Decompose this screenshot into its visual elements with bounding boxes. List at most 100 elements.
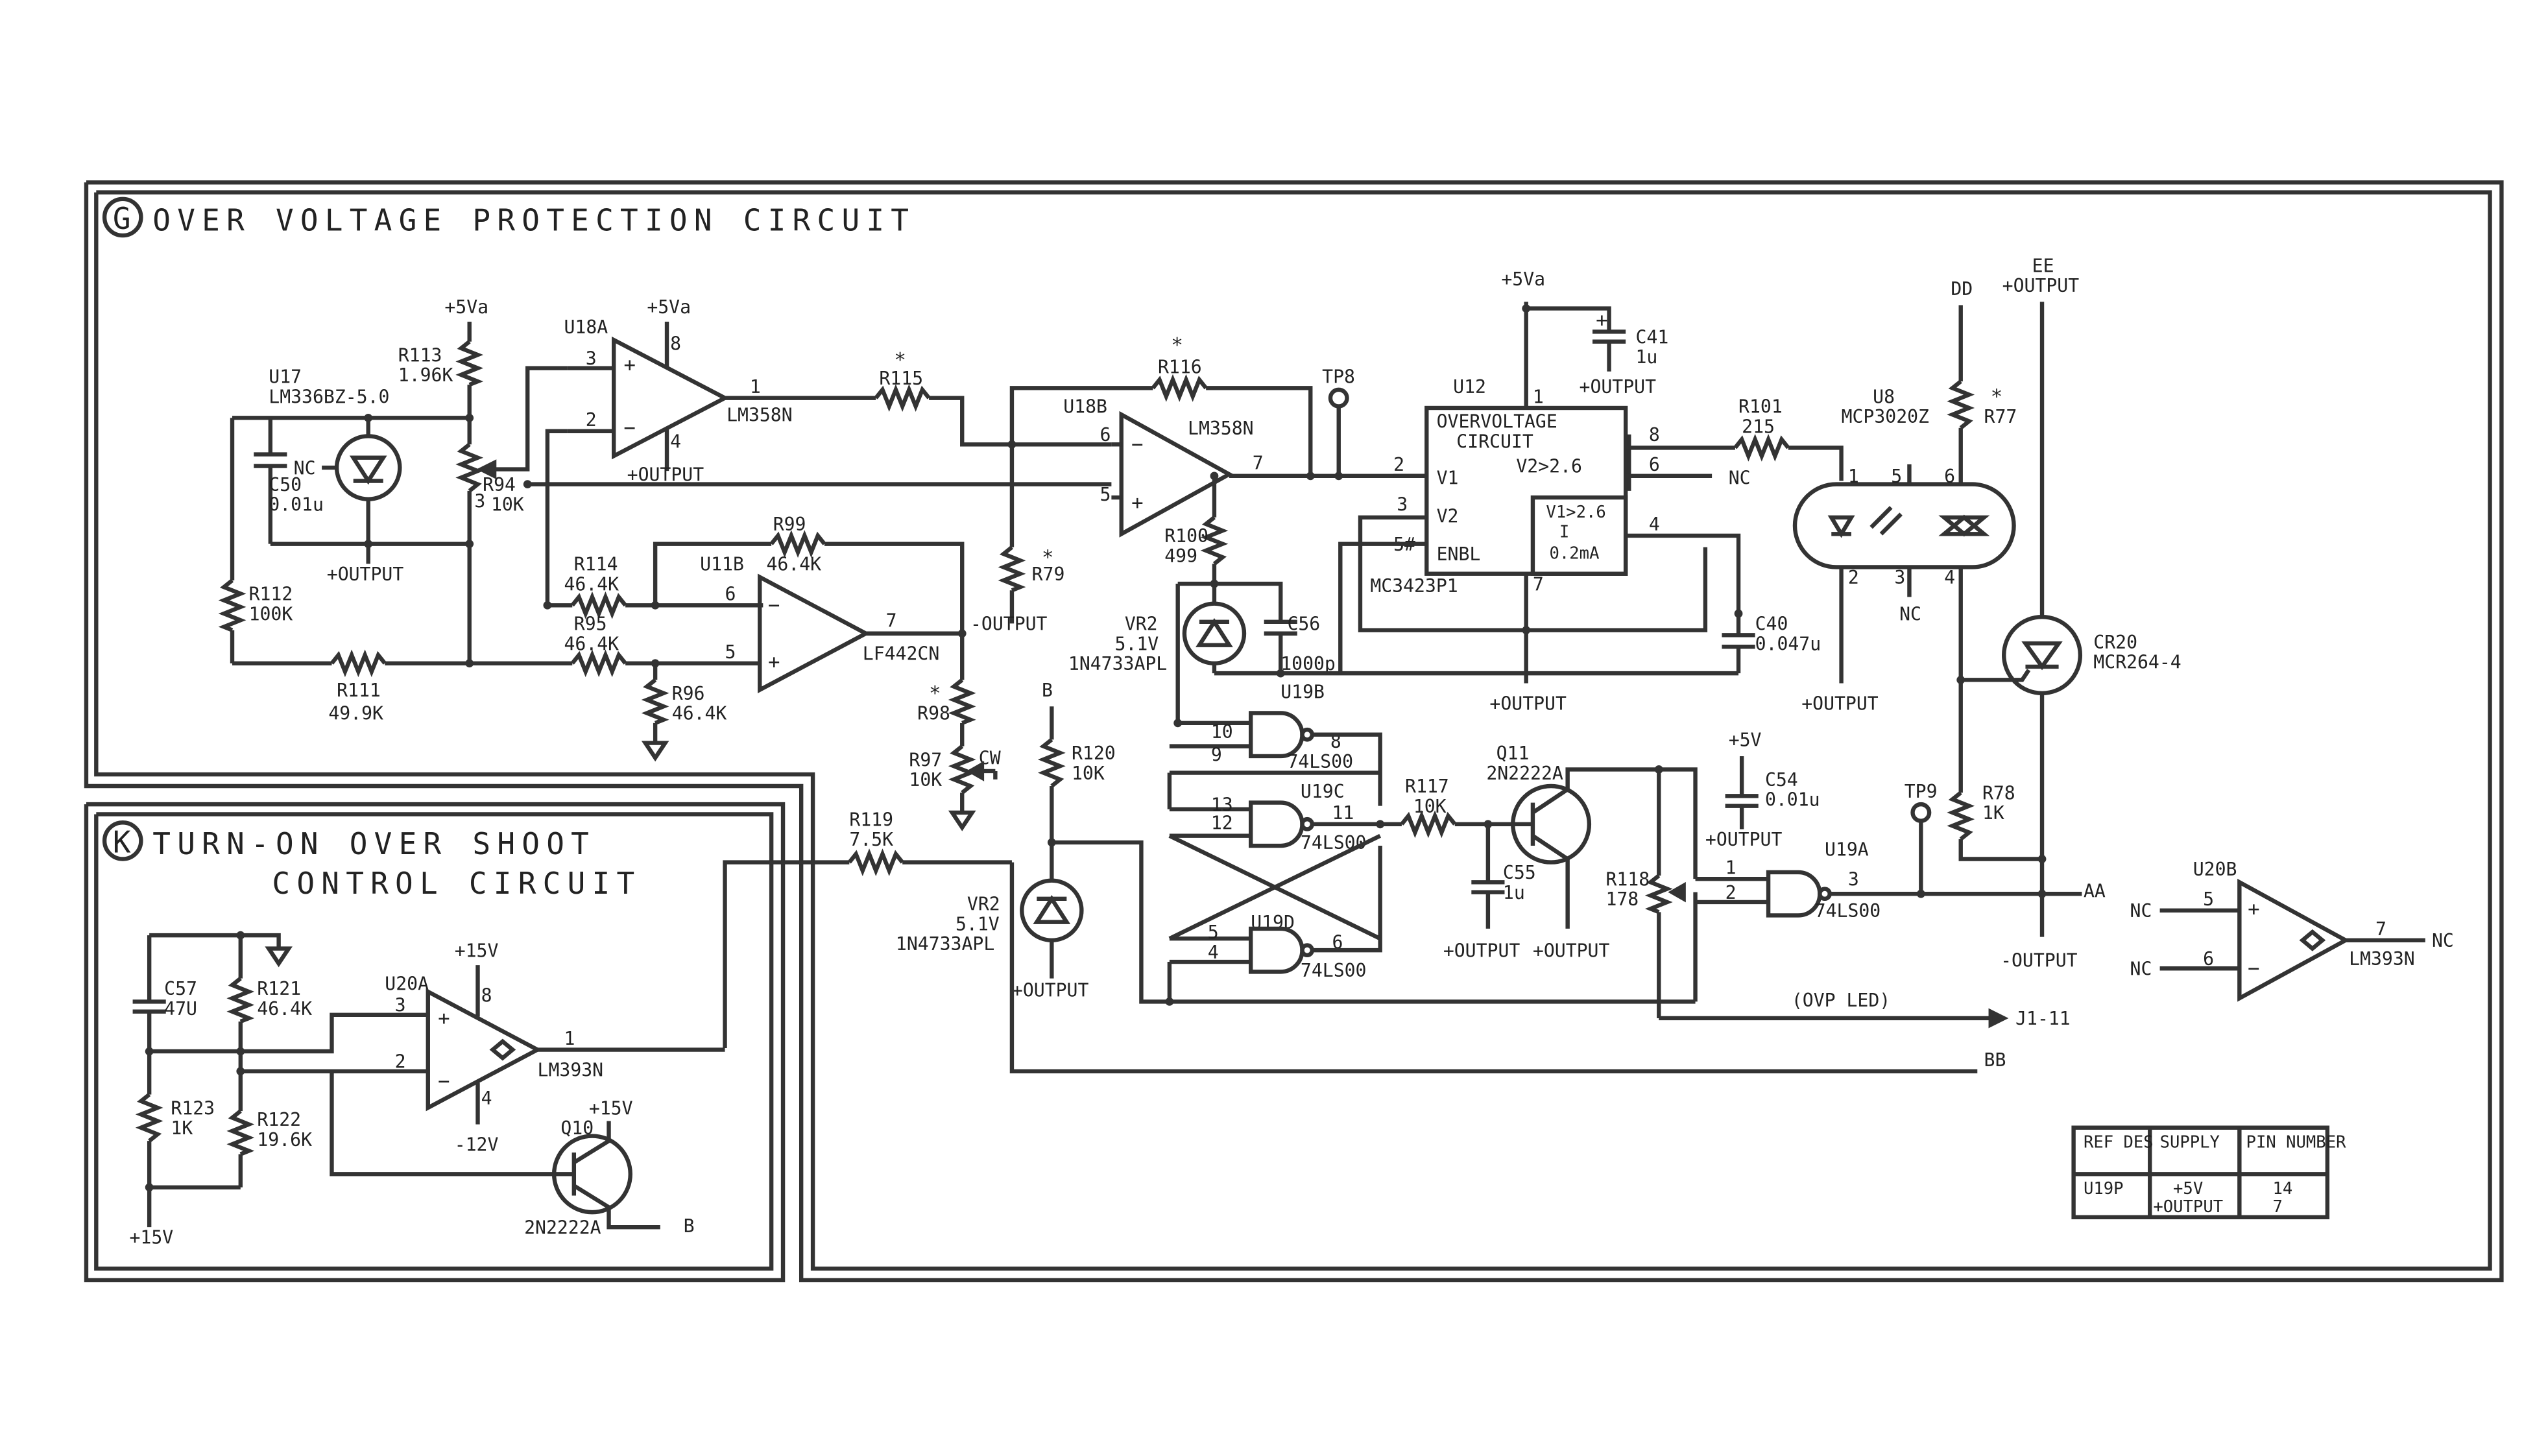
r96-value: 46.4K: [672, 703, 727, 724]
svg-text:+OUTPUT: +OUTPUT: [1705, 829, 1783, 850]
vr2-lower-label: VR2: [967, 894, 1000, 915]
r96-resistor: [641, 678, 669, 725]
svg-text:−: −: [768, 595, 780, 617]
border-g-outer: [84, 180, 2504, 1283]
u18b-label: U18B: [1063, 396, 1107, 418]
r101-value: 215: [1742, 416, 1775, 437]
vr2-lower-part: 1N4733APL: [896, 933, 994, 955]
r113-label: R113: [398, 344, 442, 366]
border-k-outer: [84, 802, 786, 1283]
u19c-nand: [1249, 800, 1304, 848]
ee-label: EE: [2032, 255, 2054, 276]
vr2-zener-lower: [1020, 878, 1084, 942]
u12-current-block: [1530, 495, 1628, 576]
svg-text:7: 7: [886, 610, 897, 632]
svg-text:TP9: TP9: [1905, 781, 1938, 802]
dd-label: DD: [1951, 278, 1973, 300]
svg-text:6: 6: [1332, 932, 1343, 953]
cr20-label: CR20: [2093, 632, 2137, 653]
r117-label: R117: [1405, 776, 1449, 797]
r113-supply: +5Va: [444, 296, 488, 318]
c55-value: 1u: [1503, 882, 1525, 903]
r100-label: R100: [1164, 525, 1208, 547]
r100-resistor: [1200, 516, 1229, 566]
aa-label: AA: [2084, 880, 2106, 901]
svg-text:+OUTPUT: +OUTPUT: [1012, 980, 1089, 1001]
u19a-label: U19A: [1825, 839, 1869, 860]
svg-text:3: 3: [1397, 494, 1408, 516]
vr2-upper-v: 5.1V: [1115, 633, 1159, 654]
r98-resistor: [948, 678, 976, 725]
svg-text:12: 12: [1211, 812, 1233, 833]
c40-label: C40: [1755, 614, 1788, 635]
r114-resistor: [570, 591, 627, 619]
svg-text:2: 2: [395, 1051, 406, 1073]
u19c-label: U19C: [1301, 781, 1345, 802]
svg-text:I: I: [1559, 522, 1569, 542]
svg-text:3: 3: [1894, 567, 1905, 588]
u8-optocoupler: [1792, 482, 2016, 569]
c50-value: 0.01u: [269, 494, 324, 516]
svg-text:6: 6: [725, 584, 736, 605]
r118-label: R118: [1605, 868, 1650, 890]
u19d-nand: [1249, 926, 1304, 974]
table-pin-2: 7: [2272, 1197, 2282, 1217]
u20b-comparator: [2237, 878, 2350, 1002]
r114-value: 46.4K: [564, 573, 619, 595]
section-k-title-2: CONTROL CIRCUIT: [272, 866, 641, 901]
r111-resistor: [330, 649, 387, 678]
r99-value: 46.4K: [766, 554, 821, 575]
r95-label: R95: [574, 614, 607, 635]
q10-part: 2N2222A: [524, 1217, 601, 1238]
svg-text:1: 1: [1848, 466, 1859, 487]
ground-icon-2: [948, 810, 976, 831]
r120-value: 10K: [1072, 763, 1105, 784]
r94-label: R94: [483, 474, 516, 495]
svg-text:LM358N: LM358N: [727, 404, 793, 425]
r117-resistor: [1400, 810, 1457, 839]
r112-value: 100K: [249, 603, 293, 625]
c54-label: C54: [1765, 769, 1798, 791]
c54-value: 0.01u: [1765, 789, 1820, 811]
vr2-upper-label: VR2: [1125, 614, 1158, 635]
u20a-label: U20A: [385, 973, 429, 994]
r119-value: 7.5K: [849, 829, 893, 850]
b-label-top: B: [1042, 680, 1053, 701]
svg-text:+OUTPUT: +OUTPUT: [1443, 940, 1520, 961]
svg-text:+OUTPUT: +OUTPUT: [1489, 693, 1567, 714]
r114-label: R114: [574, 554, 618, 575]
r113-resistor: [455, 340, 484, 387]
r123-value: 1K: [171, 1117, 193, 1139]
ee-output: +OUTPUT: [2002, 275, 2080, 296]
vr2-lower-v: 5.1V: [956, 913, 1000, 935]
r119-resistor: [847, 848, 904, 877]
svg-text:4: 4: [1944, 567, 1955, 588]
c57-value: 47U: [164, 998, 197, 1020]
svg-text:1: 1: [750, 376, 761, 398]
u11b-opamp: [758, 573, 871, 694]
r112-resistor: [218, 579, 246, 632]
r94-value: 10K: [491, 494, 524, 516]
r115-resistor: [874, 384, 931, 412]
tp8-testpoint: [1328, 387, 1349, 409]
r79-label: R79: [1032, 564, 1065, 585]
svg-text:+: +: [768, 650, 780, 673]
svg-text:+5Va: +5Va: [1501, 269, 1545, 290]
c41-label: C41: [1635, 326, 1668, 348]
svg-text:+5Va: +5Va: [647, 296, 691, 318]
r115-label: R115: [879, 368, 923, 389]
r123-resistor: [135, 1093, 163, 1143]
r96-label: R96: [672, 683, 705, 704]
r122-value: 19.6K: [257, 1129, 312, 1151]
svg-text:74LS00: 74LS00: [1815, 900, 1881, 922]
u20a-comparator: [426, 988, 542, 1112]
r119-label: R119: [849, 809, 893, 830]
r101-resistor: [1733, 433, 1790, 462]
u17-output: +OUTPUT: [327, 564, 404, 585]
svg-text:LM393N: LM393N: [2349, 948, 2415, 970]
svg-text:9: 9: [1211, 745, 1222, 766]
r116-label: R116: [1158, 356, 1202, 377]
r122-label: R122: [257, 1109, 301, 1130]
c55-label: C55: [1503, 862, 1536, 883]
svg-text:6: 6: [1100, 424, 1111, 446]
